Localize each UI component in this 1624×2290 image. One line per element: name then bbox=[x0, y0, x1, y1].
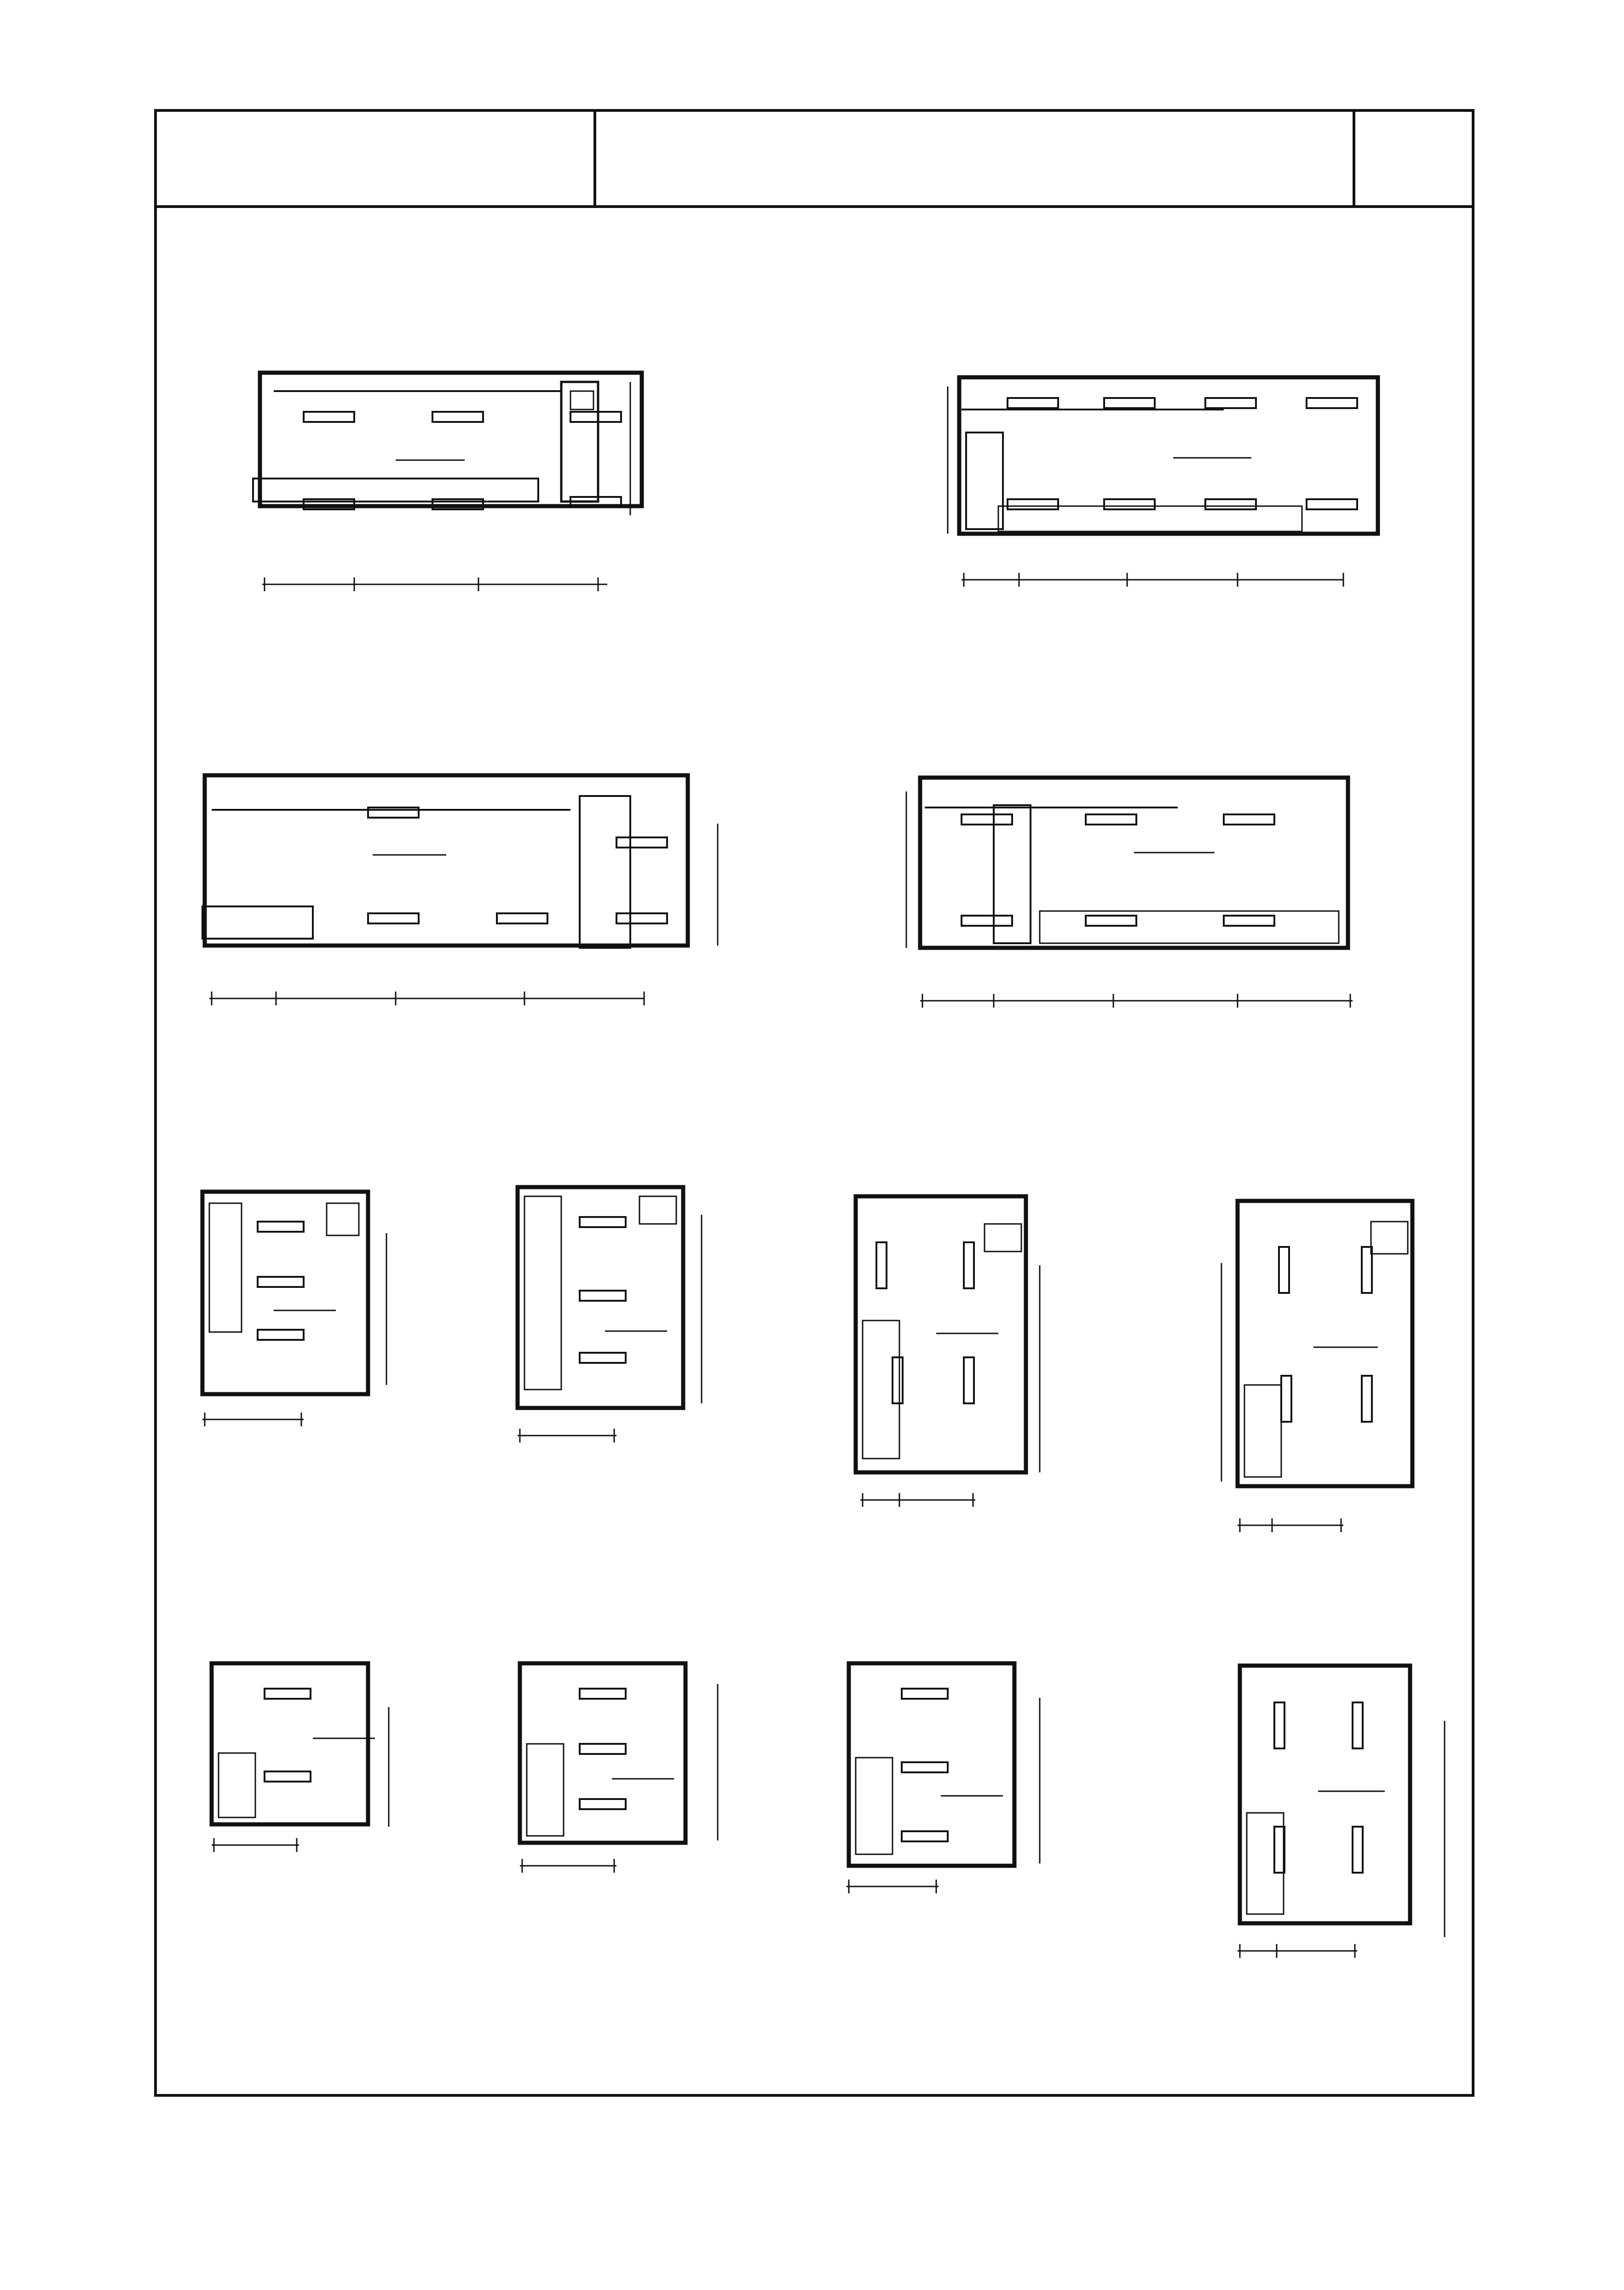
plan-preparation-shop-300 bbox=[847, 1661, 1041, 1893]
plan-cold-shop-300 bbox=[853, 1194, 1041, 1507]
plan-cold-shop-200 bbox=[515, 1185, 703, 1442]
plan-dishwashing-400 bbox=[905, 775, 1353, 1008]
title-block bbox=[154, 109, 1474, 208]
plan-cold-shop-150 bbox=[200, 1189, 387, 1426]
title-divider bbox=[593, 109, 596, 208]
plan-preparation-shop-150 bbox=[209, 1661, 390, 1852]
title-divider bbox=[1353, 109, 1355, 208]
plan-dishwashing-200 bbox=[947, 375, 1380, 587]
plan-preparation-shop-200 bbox=[518, 1661, 719, 1873]
plan-dishwashing-150 bbox=[252, 370, 644, 591]
plan-cold-shop-400 bbox=[1221, 1199, 1415, 1532]
plan-dishwashing-300 bbox=[202, 773, 719, 1005]
plan-preparation-shop-400 bbox=[1238, 1663, 1445, 1958]
